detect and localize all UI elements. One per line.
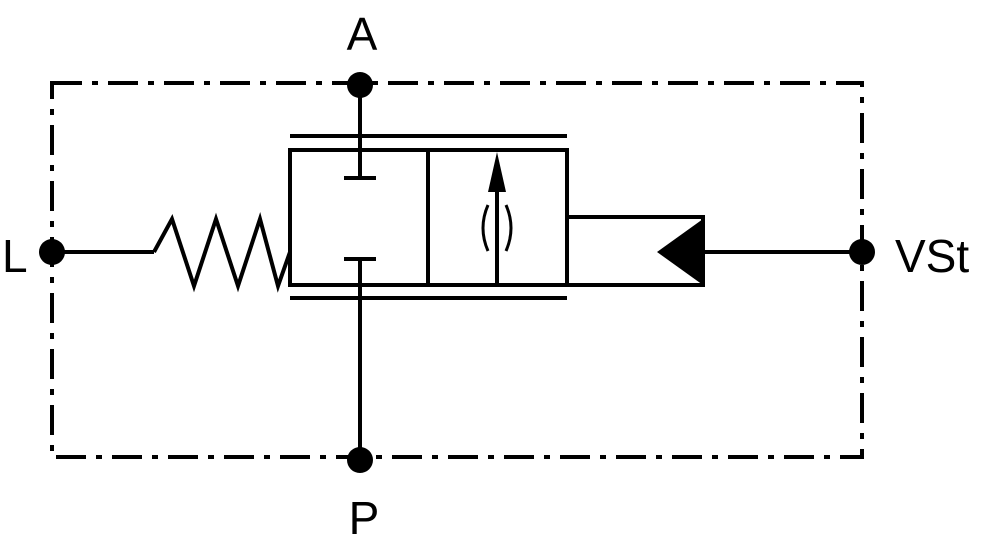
port-l-dot bbox=[39, 239, 65, 265]
port-p-dot bbox=[347, 447, 373, 473]
throttle-right-icon bbox=[504, 204, 513, 252]
port-vst-dot bbox=[849, 239, 875, 265]
spring-icon bbox=[152, 212, 292, 293]
flow-arrow-icon bbox=[488, 152, 506, 192]
port-p-label: P bbox=[349, 492, 380, 544]
throttle-left-icon bbox=[481, 204, 490, 252]
port-a-dot bbox=[347, 72, 373, 98]
enclosure-boundary bbox=[50, 81, 864, 459]
pilot-triangle-icon bbox=[657, 219, 703, 285]
port-vst-label: VSt bbox=[895, 230, 969, 282]
port-l-label: L bbox=[2, 230, 28, 282]
port-a-label: A bbox=[347, 8, 378, 60]
